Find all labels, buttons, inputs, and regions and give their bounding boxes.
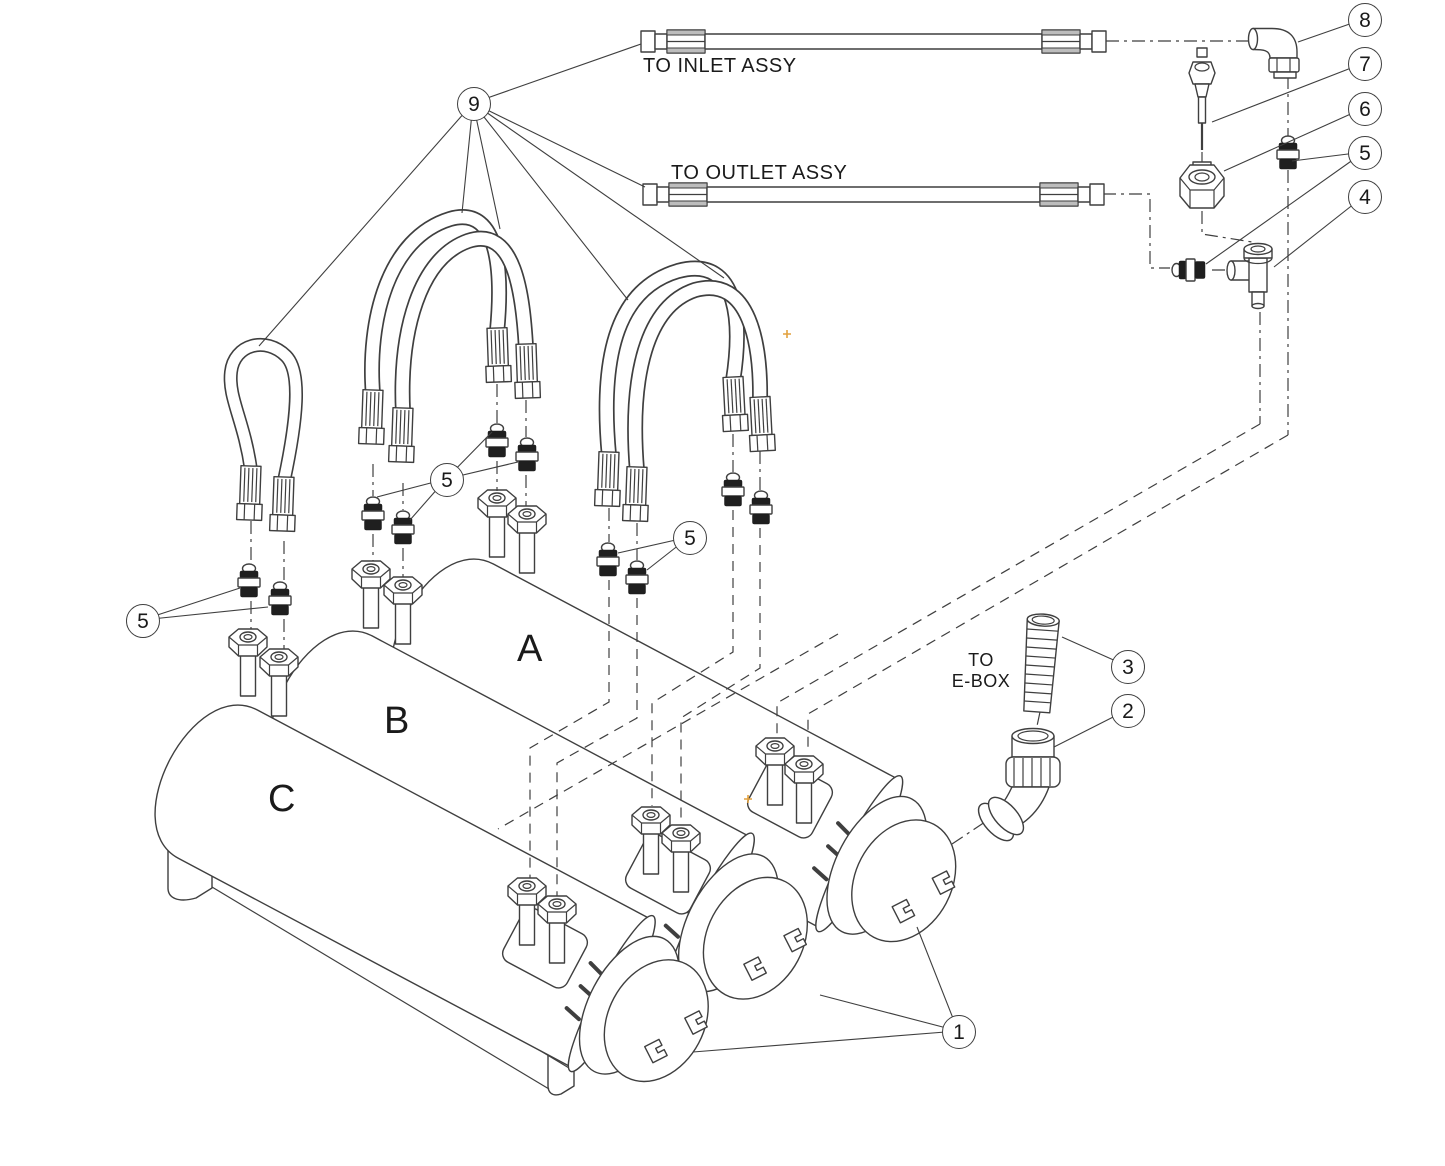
callout-2: 2 — [1111, 694, 1145, 728]
callout-9: 9 — [457, 87, 491, 121]
callout-7: 7 — [1348, 47, 1382, 81]
callout-4: 4 — [1348, 180, 1382, 214]
vessel-a-body — [390, 558, 957, 943]
callout-8: 8 — [1348, 3, 1382, 37]
leader-lines — [141, 18, 1365, 1053]
callout-5-right: 5 — [1348, 136, 1382, 170]
hex-nut-fitting — [1179, 161, 1225, 209]
vessel-c-label: C — [268, 778, 296, 820]
tee-fitting — [1226, 242, 1273, 310]
outlet-assy-label: TO OUTLET ASSY — [671, 162, 848, 184]
callout-6: 6 — [1348, 92, 1382, 126]
right-u-hoses — [593, 260, 777, 523]
vessel-b-body — [269, 630, 809, 1000]
probe-fitting — [1188, 47, 1216, 150]
vessel-c-body — [154, 704, 709, 1083]
vessel-b-label: B — [384, 700, 410, 742]
callout-3: 3 — [1111, 650, 1145, 684]
vessel-a-label: A — [517, 628, 543, 670]
elbow-fitting — [1247, 27, 1300, 79]
outlet-hose — [642, 182, 1105, 207]
conduit-elbow — [977, 727, 1061, 842]
callout-5-vessel-a: 5 — [673, 521, 707, 555]
inlet-assy-label: TO INLET ASSY — [643, 55, 797, 77]
callout-1: 1 — [942, 1015, 976, 1049]
reference-cross-marks — [744, 330, 791, 803]
callout-5-left: 5 — [126, 604, 160, 638]
middle-u-hoses — [357, 209, 542, 464]
flex-conduit — [1023, 613, 1060, 714]
loop-hose — [223, 337, 304, 533]
inlet-hose — [640, 29, 1107, 54]
callout-5-middle: 5 — [430, 463, 464, 497]
